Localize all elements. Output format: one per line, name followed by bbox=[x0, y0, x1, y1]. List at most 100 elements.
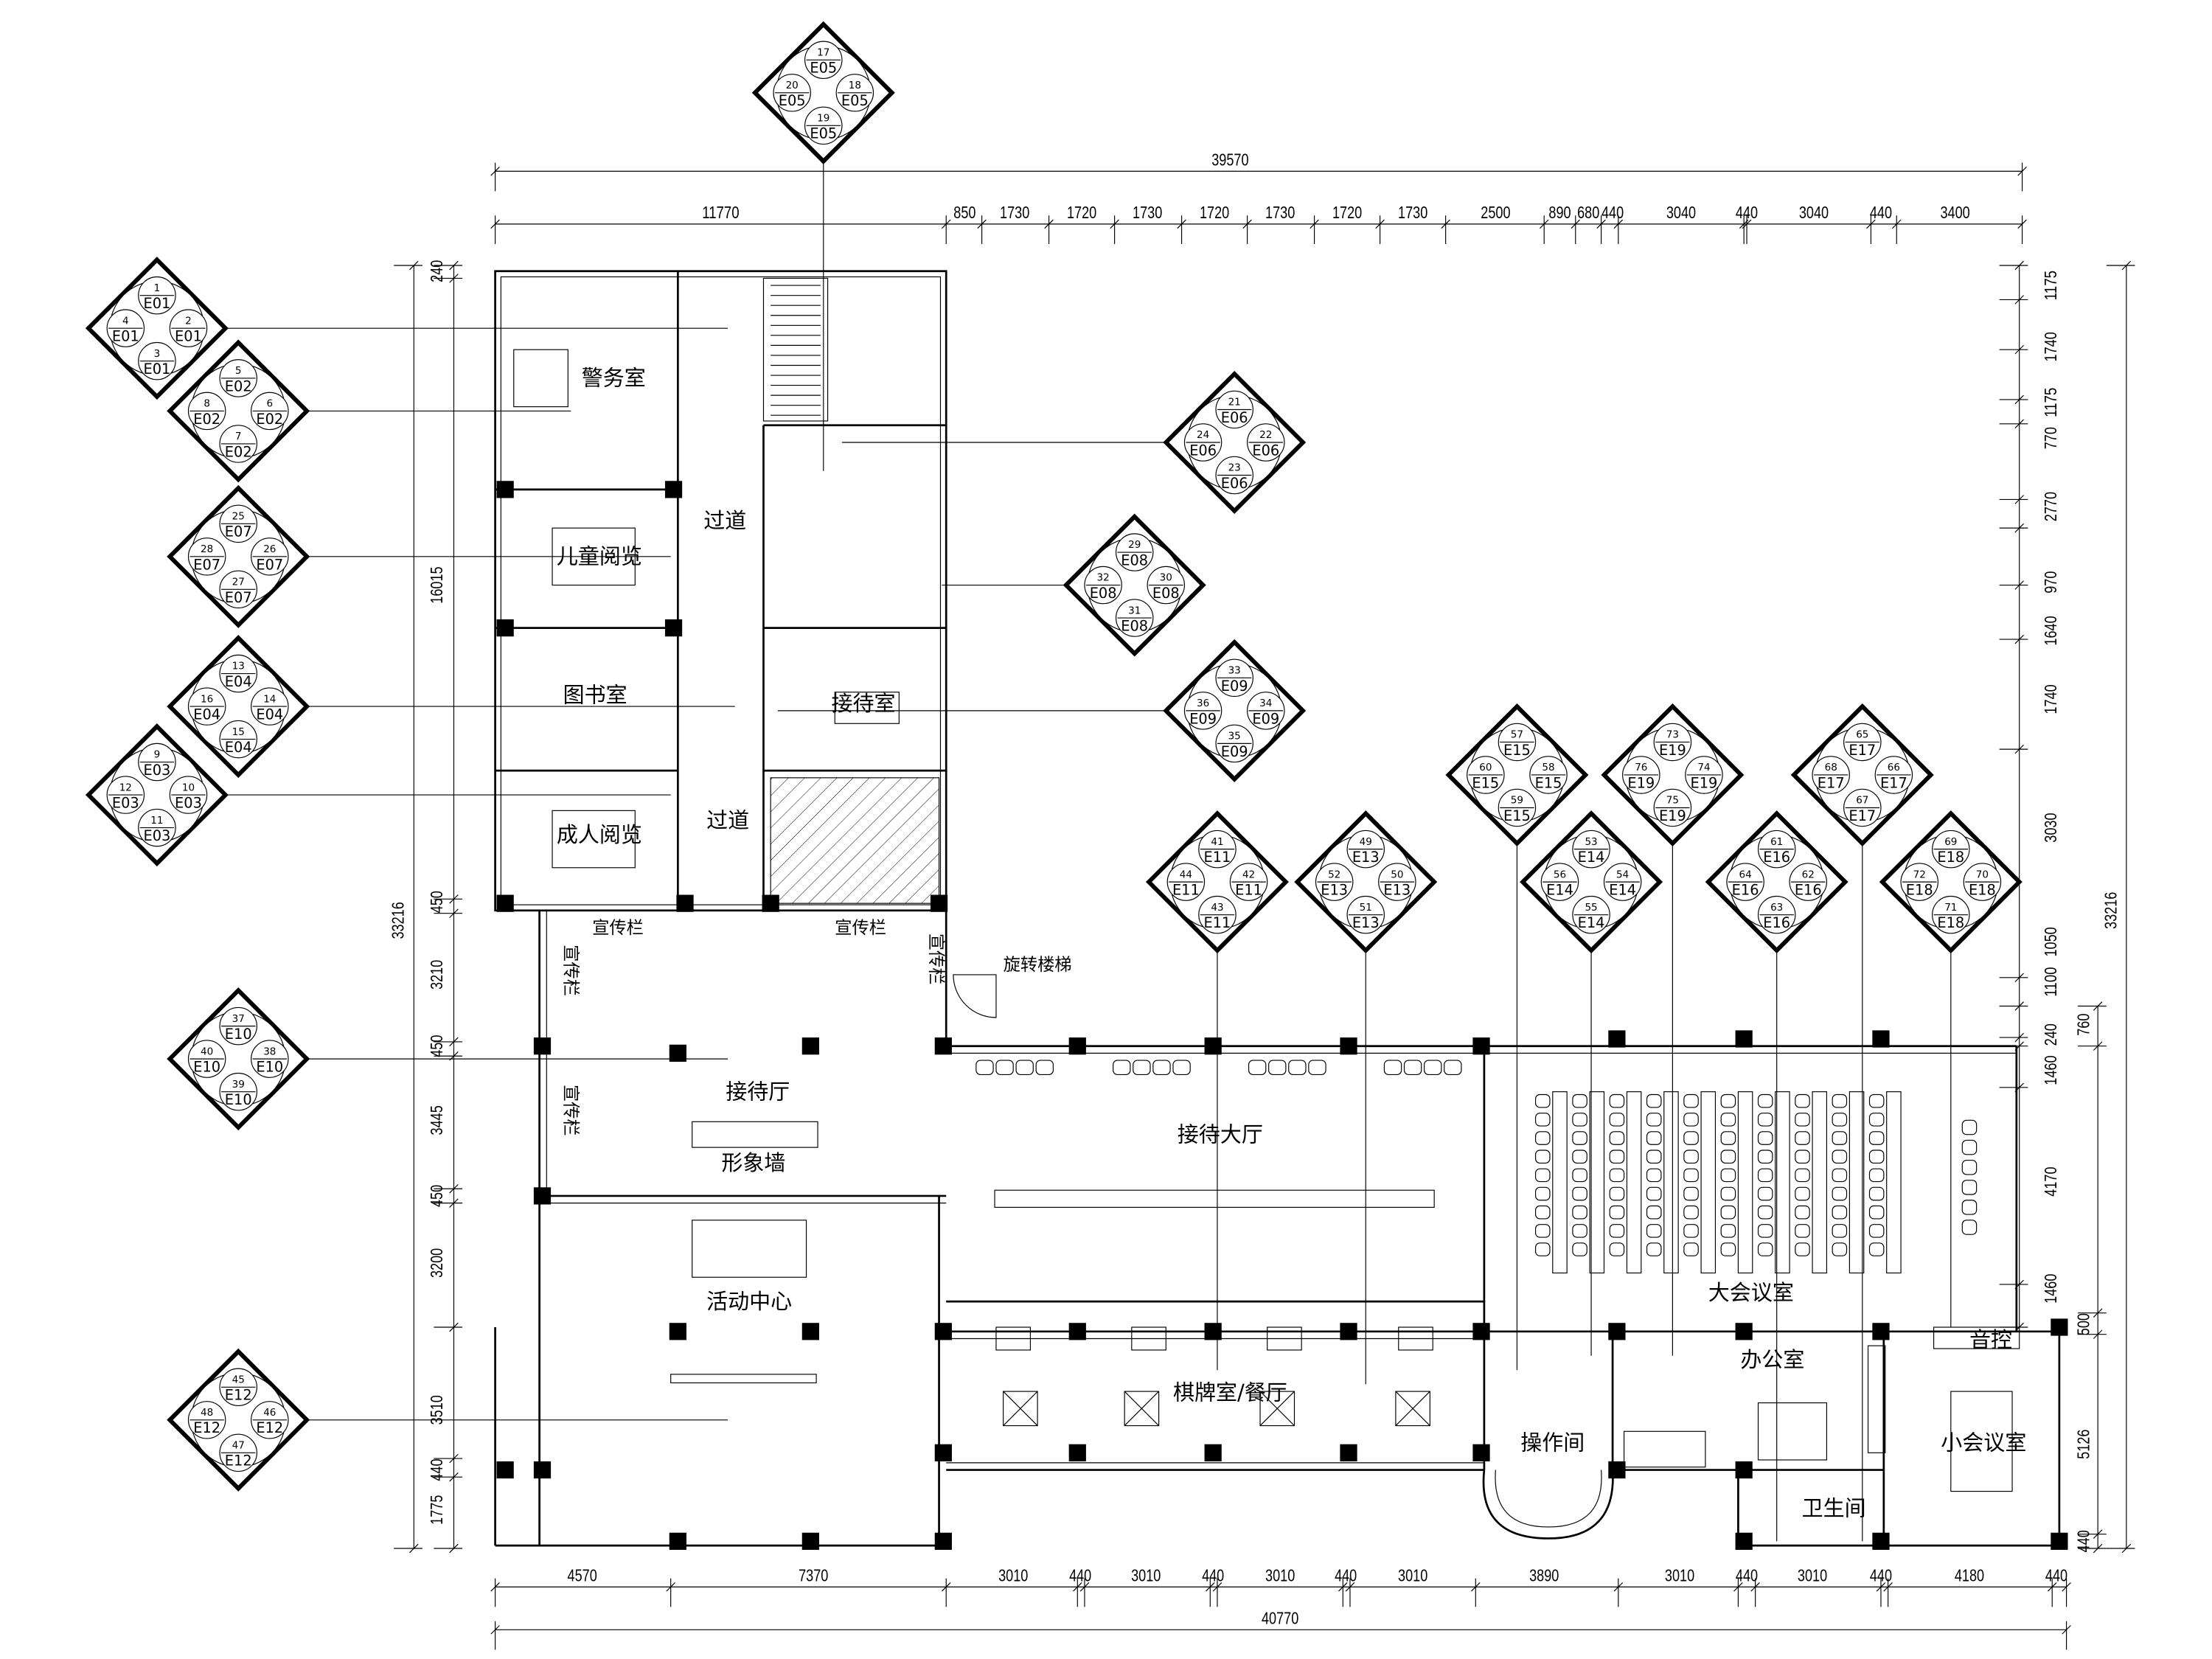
callout-number: 58 bbox=[1542, 762, 1554, 773]
column bbox=[1204, 1037, 1222, 1055]
callout-code: E03 bbox=[143, 762, 170, 779]
callout-number: 15 bbox=[232, 726, 245, 738]
callout-number: 48 bbox=[201, 1407, 213, 1419]
chair bbox=[1720, 1186, 1736, 1201]
sofa-seat bbox=[1444, 1060, 1462, 1075]
chair bbox=[1868, 1186, 1885, 1201]
chair bbox=[1720, 1150, 1736, 1164]
desk-row bbox=[1552, 1091, 1568, 1274]
dimension-label: 4180 bbox=[1955, 1566, 1984, 1585]
column bbox=[801, 1037, 819, 1055]
callout-number: 62 bbox=[1802, 869, 1815, 880]
column bbox=[1340, 1323, 1357, 1340]
sofa-seat bbox=[1403, 1060, 1422, 1075]
callout-code: E03 bbox=[175, 794, 202, 811]
callout-code: E16 bbox=[1732, 882, 1759, 899]
dimension-label: 240 bbox=[427, 260, 446, 282]
column bbox=[1735, 1532, 1753, 1550]
dimension-label: 850 bbox=[953, 203, 975, 222]
dimension-label: 3040 bbox=[1799, 203, 1829, 222]
dimension-label: 3890 bbox=[1529, 1566, 1559, 1585]
callout-number: 55 bbox=[1585, 902, 1597, 914]
column bbox=[934, 1532, 952, 1550]
callout-code: E15 bbox=[1472, 774, 1499, 791]
callout-number: 2 bbox=[185, 315, 192, 327]
callout-number: 14 bbox=[263, 693, 276, 705]
dimension-label: 1740 bbox=[2041, 684, 2060, 714]
callout-code: E17 bbox=[1848, 742, 1876, 759]
dimension-label: 450 bbox=[427, 1185, 446, 1207]
room-label: 小会议室 bbox=[1941, 1430, 2026, 1455]
callout-code: E01 bbox=[143, 361, 170, 378]
chair bbox=[1961, 1139, 1978, 1155]
chair bbox=[1646, 1113, 1662, 1127]
chair bbox=[1572, 1093, 1587, 1108]
card-table bbox=[1395, 1391, 1430, 1427]
dimension-label: 760 bbox=[2074, 1014, 2093, 1036]
chair bbox=[1646, 1131, 1662, 1145]
chair bbox=[1720, 1093, 1736, 1108]
dimension-label: 440 bbox=[2045, 1566, 2067, 1585]
column bbox=[669, 1044, 686, 1062]
chair bbox=[1832, 1186, 1848, 1201]
sofa-seat bbox=[1424, 1060, 1442, 1075]
chair bbox=[1757, 1186, 1773, 1201]
column bbox=[1735, 1323, 1753, 1340]
dimension-label: 1720 bbox=[1200, 203, 1229, 222]
chair bbox=[1646, 1093, 1662, 1108]
callout-number: 16 bbox=[201, 693, 213, 705]
dimension-label: 3445 bbox=[427, 1105, 446, 1135]
callout-number: 22 bbox=[1259, 429, 1272, 441]
callout-code: E13 bbox=[1352, 849, 1380, 866]
room-label: 操作间 bbox=[1520, 1430, 1585, 1455]
room-label: 宣传栏 bbox=[835, 918, 886, 938]
callout-code: E05 bbox=[841, 92, 869, 109]
dimension-label: 440 bbox=[1601, 203, 1624, 222]
chair bbox=[1609, 1224, 1625, 1238]
chair bbox=[1961, 1180, 1978, 1195]
dimension-label: 500 bbox=[2074, 1313, 2093, 1335]
column bbox=[1872, 1030, 1890, 1048]
dimension-label: 450 bbox=[427, 1035, 446, 1057]
chair bbox=[1795, 1093, 1810, 1108]
callout-code: E09 bbox=[1252, 710, 1279, 727]
desk-row bbox=[1663, 1091, 1679, 1274]
room-label: 卫生间 bbox=[1802, 1495, 1866, 1520]
chair bbox=[1795, 1113, 1810, 1127]
callout-code: E10 bbox=[256, 1059, 283, 1076]
column bbox=[664, 619, 683, 637]
dimension-label: 770 bbox=[2041, 427, 2060, 449]
dimension-label: 1730 bbox=[1398, 203, 1427, 222]
room-label: 宣传栏 bbox=[592, 918, 644, 938]
column bbox=[1204, 1323, 1222, 1340]
callout-code: E14 bbox=[1546, 882, 1573, 899]
dimension-label: 970 bbox=[2041, 571, 2060, 594]
column bbox=[496, 1461, 514, 1479]
dimension-label: 1100 bbox=[2041, 967, 2060, 996]
callout-number: 56 bbox=[1554, 869, 1566, 880]
table bbox=[1398, 1326, 1433, 1351]
chair bbox=[1572, 1205, 1587, 1220]
column bbox=[934, 1444, 952, 1461]
column bbox=[533, 1187, 552, 1205]
